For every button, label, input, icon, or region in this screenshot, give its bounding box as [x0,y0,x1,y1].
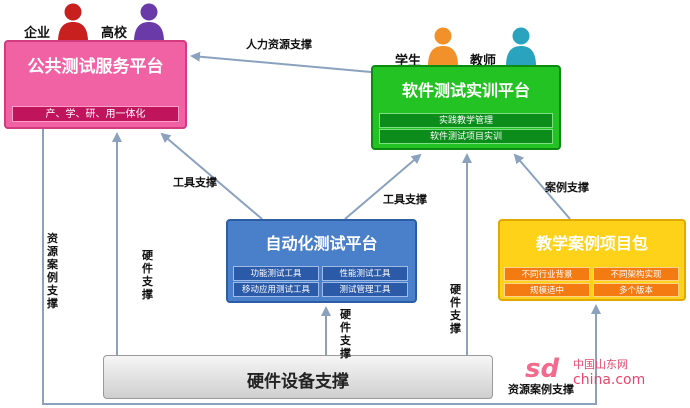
hardware-title: 硬件设备支撑 [247,372,349,392]
person-teal-icon [505,26,537,70]
case-item: 多个版本 [593,283,679,297]
automation-platform: 自动化测试平台 功能测试工具 性能测试工具 移动应用测试工具 测试管理工具 [226,219,417,303]
training-platform-title: 软件测试实训平台 [401,81,530,100]
edge-label-tool-left: 工具支撑 [173,176,217,189]
public-platform-subtitle: 产、学、研、用一体化 [12,106,179,122]
sdchina-watermark: sd 中国山东网 china.com [525,352,685,396]
training-platform: 软件测试实训平台 实践教学管理 软件测试项目实训 [371,65,561,150]
arrow-resource-case [42,129,601,405]
arrow-case-support [513,153,571,220]
arrow-tool-left [160,132,263,220]
case-item: 规模适中 [504,283,590,297]
label-enterprise: 企业 [24,26,51,41]
edge-label-hardware-right: 硬件支撑 [450,283,461,335]
automation-item: 功能测试工具 [233,266,319,281]
arrow-tool-right [344,153,422,220]
watermark-main: sd [525,354,560,384]
edge-label-resource-case-left: 资源案例支撑 [47,232,58,310]
watermark-domain: china.com [573,372,646,388]
automation-item: 测试管理工具 [322,282,408,297]
label-university: 高校 [101,26,128,41]
hardware-support-bar: 硬件设备支撑 [103,355,493,399]
person-red-icon [57,2,89,46]
person-purple-icon [133,2,165,46]
edge-label-case-support: 案例支撑 [545,181,589,194]
edge-label-tool-right: 工具支撑 [383,193,427,206]
edge-label-hardware-mid: 硬件支撑 [340,308,351,360]
teaching-case-package: 教学案例项目包 不同行业背景 不同架构实现 规模适中 多个版本 [498,219,686,301]
public-platform-title: 公共测试服务平台 [27,57,164,77]
case-item: 不同架构实现 [593,267,679,281]
automation-platform-title: 自动化测试平台 [265,234,378,253]
training-item: 实践教学管理 [379,113,553,128]
public-service-platform: 公共测试服务平台 产、学、研、用一体化 [4,40,187,129]
case-item: 不同行业背景 [504,267,590,281]
arrow-human-resource [190,51,372,73]
automation-item: 移动应用测试工具 [233,282,319,297]
automation-item: 性能测试工具 [322,266,408,281]
case-package-title: 教学案例项目包 [535,234,648,253]
person-orange-icon [427,26,459,70]
watermark-cn: 中国山东网 [573,358,628,371]
edge-label-hardware-left: 硬件支撑 [142,249,153,301]
edge-label-resource-case-bottom: 资源案例支撑 [508,383,574,396]
edge-label-human-resource: 人力资源支撑 [246,38,312,51]
training-item: 软件测试项目实训 [379,129,553,144]
